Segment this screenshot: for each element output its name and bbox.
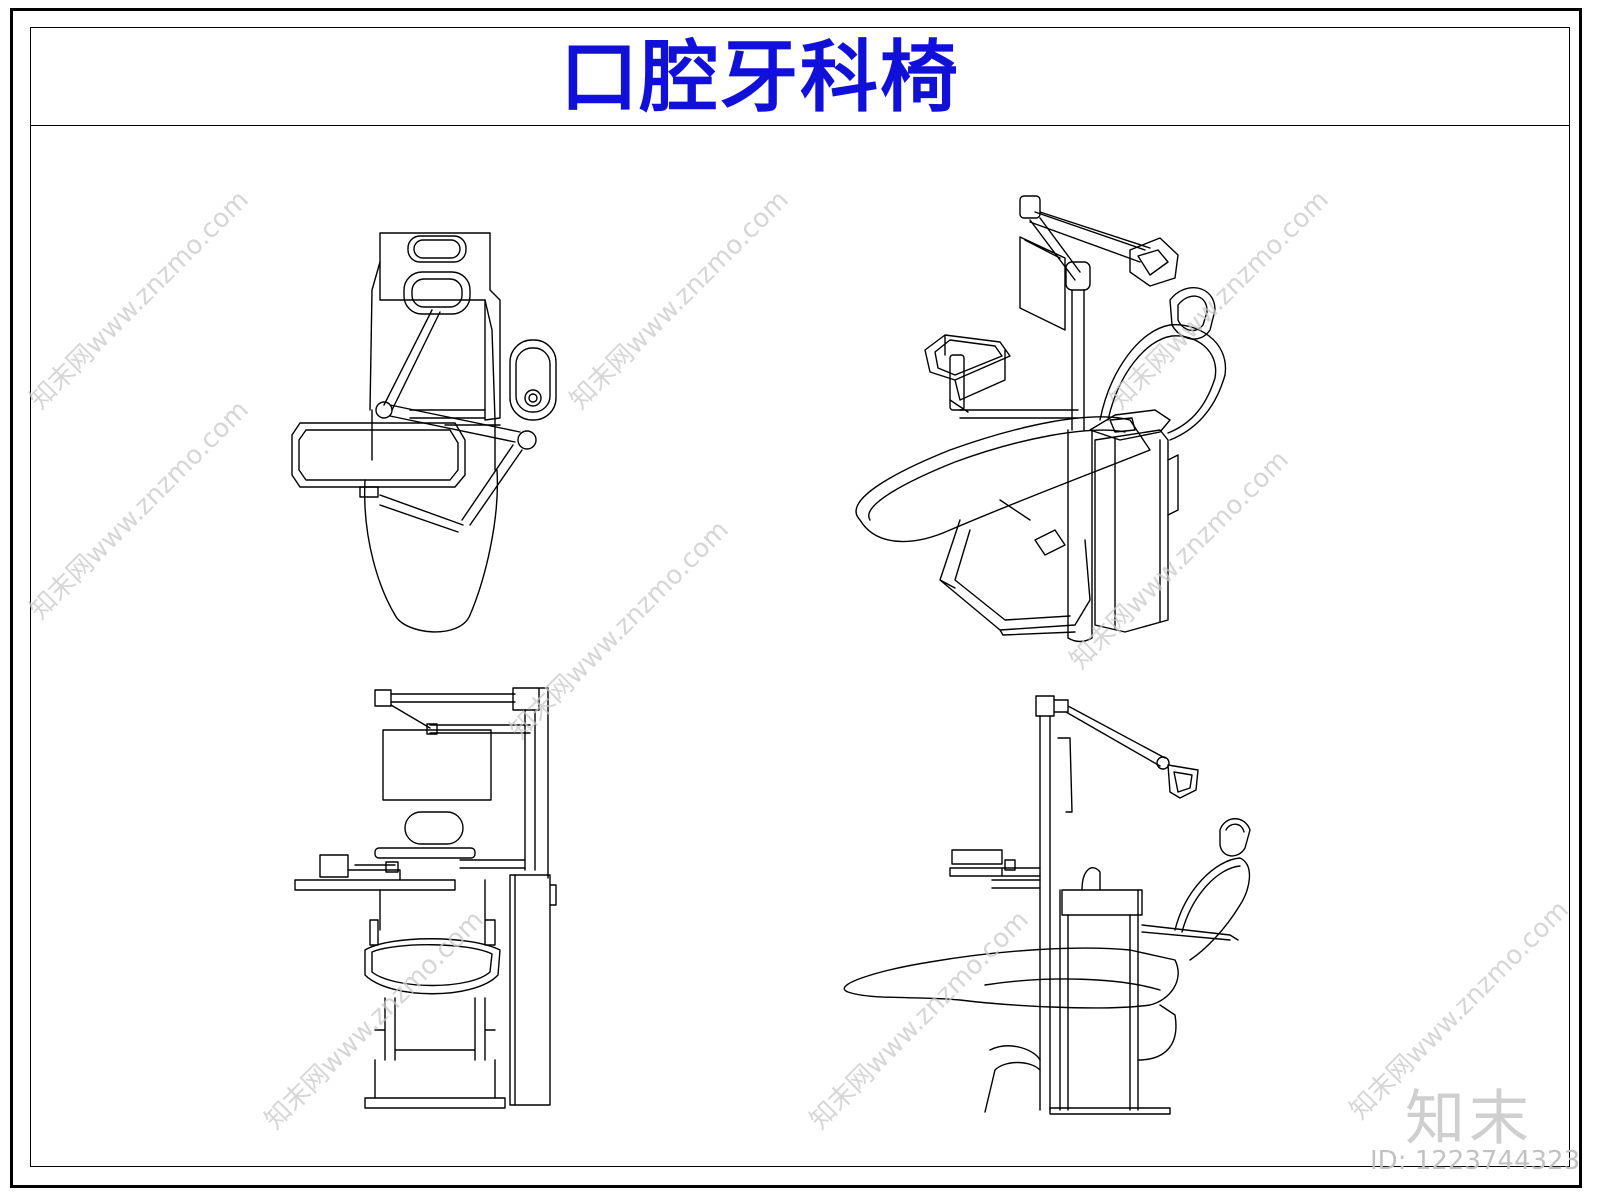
side-tray-box — [951, 849, 1003, 865]
side-chair-base — [984, 1004, 1177, 1113]
side-pole — [1039, 715, 1051, 1111]
iso-seat — [855, 416, 1151, 543]
front-arm-cap-left — [374, 689, 392, 707]
side-tray-arm — [991, 879, 1041, 889]
iso-tray-arm — [949, 399, 1079, 419]
front-tray-box — [319, 854, 349, 878]
isometric-view — [855, 195, 1227, 643]
front-unit-detail — [514, 874, 557, 1106]
iso-lamp-drop — [1029, 217, 1081, 281]
front-top-arm — [390, 693, 516, 703]
iso-pole-lower — [1067, 429, 1093, 643]
side-view — [843, 695, 1251, 1115]
top-view-lamp-head-inner — [411, 278, 463, 308]
side-tray-knob — [1004, 859, 1016, 871]
top-view-tray-bracket — [359, 486, 379, 498]
iso-backrest — [1099, 324, 1227, 441]
iso-side-panel — [1167, 454, 1179, 516]
iso-lamp-head — [1129, 237, 1179, 287]
front-side-arm — [459, 859, 526, 869]
iso-unit-top — [1089, 409, 1171, 441]
iso-base-detail — [999, 499, 1066, 556]
top-view-lamp-arm — [383, 309, 441, 411]
iso-lamp-arm-cap — [1019, 195, 1041, 219]
drawing-border-inner — [30, 27, 1570, 1167]
front-headrest-base — [374, 847, 476, 859]
iso-pole — [1071, 289, 1085, 431]
iso-tray-handle — [949, 354, 965, 411]
side-unit-column — [1059, 889, 1139, 1111]
front-instrument-tray — [294, 879, 456, 891]
iso-pole-cap — [1065, 261, 1091, 291]
side-lamp-arm — [1053, 699, 1166, 767]
side-headrest — [1219, 818, 1251, 857]
front-tray-knob — [385, 861, 399, 873]
side-unit-base — [1049, 1107, 1171, 1115]
top-view-lamp-head — [403, 271, 471, 315]
iso-instrument-tray — [924, 334, 1011, 401]
front-seat — [364, 938, 501, 995]
front-lamp-drop — [390, 704, 531, 734]
iso-base — [939, 519, 1091, 636]
side-faucet — [1081, 867, 1101, 891]
front-tray-arm — [347, 864, 401, 881]
top-view-spittoon-drain-inner — [528, 393, 538, 403]
front-monitor — [382, 729, 492, 801]
side-lamp-drop — [1057, 737, 1073, 813]
top-view-instrument-tray-inner — [298, 429, 459, 481]
top-view-headrest-frame — [379, 232, 501, 421]
iso-monitor — [1019, 236, 1066, 331]
top-view-lower-arm — [379, 444, 523, 533]
side-unit-top — [1061, 889, 1143, 916]
drawing-title: 口腔牙科椅 — [560, 33, 961, 123]
iso-unit-column — [1094, 429, 1169, 633]
top-view-arm-joint — [375, 401, 393, 419]
title-divider — [30, 125, 1570, 126]
side-pole-cap — [1035, 695, 1055, 717]
side-lamp-joint — [1156, 756, 1170, 770]
top-view-spittoon — [509, 339, 557, 421]
side-instrument-tray — [949, 867, 1041, 877]
top-view-instrument-tray — [291, 422, 466, 488]
front-headrest — [404, 811, 464, 845]
top-view-headrest-pad-inner — [413, 239, 461, 259]
front-arm-joint — [512, 687, 540, 711]
iso-lamp-arm — [1029, 211, 1151, 263]
top-view-spittoon-drain — [524, 389, 542, 407]
side-lamp-head — [1167, 764, 1199, 799]
top-view — [291, 232, 557, 633]
side-backrest — [1174, 857, 1251, 961]
front-base — [364, 1059, 506, 1109]
top-view-chair-body — [363, 261, 499, 633]
top-view-tray-joint — [517, 430, 537, 450]
front-view — [294, 687, 557, 1109]
front-unit-column — [509, 874, 551, 1106]
top-view-frame-lines — [409, 409, 501, 426]
top-view-spittoon-inner — [515, 347, 551, 413]
front-backrest — [369, 879, 496, 946]
front-pole — [524, 687, 549, 879]
side-armrest — [1141, 924, 1239, 941]
drawing-border-outer — [10, 8, 1582, 1188]
top-view-headrest-pad — [407, 235, 467, 263]
watermark-brand: 知末 — [1405, 1084, 1533, 1154]
side-seat — [843, 947, 1179, 1009]
front-lamp-cap — [426, 723, 438, 735]
front-legs — [374, 997, 496, 1061]
image-id-label: ID: 1223744323 — [1370, 1146, 1581, 1176]
